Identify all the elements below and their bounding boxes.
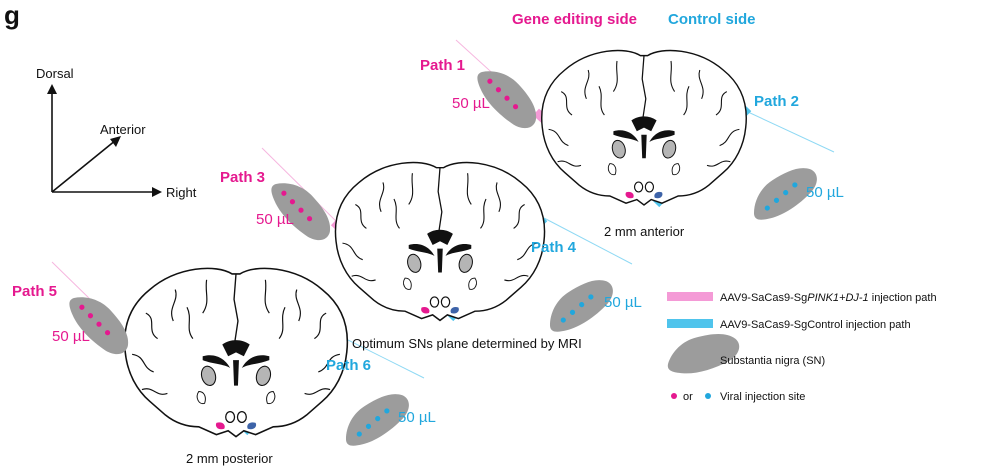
path-6-volume: 50 µL xyxy=(398,409,436,426)
injection-dot-icon xyxy=(281,190,287,196)
brain-slice-icon xyxy=(334,161,546,322)
injection-dot-icon xyxy=(384,408,390,414)
substantia-nigra-icon xyxy=(335,381,416,457)
substantia-nigra-icon xyxy=(467,60,548,135)
axis-dorsal-label: Dorsal xyxy=(36,66,74,81)
legend: AAV9-SaCas9-SgPINK1+DJ-1 injection path … xyxy=(661,292,937,403)
axis-arrows-icon xyxy=(47,84,162,197)
substantia-nigra-icon xyxy=(743,155,824,231)
injection-dot-icon xyxy=(96,321,102,327)
injection-dot-icon xyxy=(306,216,313,222)
legend-sn-swatch xyxy=(661,323,744,384)
injection-dot-icon xyxy=(487,78,493,84)
legend-cyan-dot-icon xyxy=(705,393,711,399)
path-2-label: Path 2 xyxy=(754,93,799,110)
injection-dot-icon xyxy=(569,309,576,315)
substantia-nigra-icon xyxy=(59,286,140,361)
path-5-label: Path 5 xyxy=(12,283,57,300)
path-4-volume: 50 µL xyxy=(604,294,642,311)
legend-gene-path-label: AAV9-SaCas9-SgPINK1+DJ-1 injection path xyxy=(720,292,937,304)
legend-control-path-swatch xyxy=(667,319,713,328)
legend-or-label: or xyxy=(683,391,693,403)
injection-dot-icon xyxy=(289,199,296,205)
path-1-volume: 50 µL xyxy=(452,95,490,112)
legend-sn-label: Substantia nigra (SN) xyxy=(720,355,825,367)
injection-dot-icon xyxy=(375,416,381,422)
brain-slice-posterior xyxy=(51,261,425,438)
path-1-label: Path 1 xyxy=(420,57,465,74)
brain-slice-anterior xyxy=(455,39,835,208)
path-6-label: Path 6 xyxy=(326,357,371,374)
needle-control-path-4 xyxy=(543,217,633,265)
injection-dot-icon xyxy=(298,207,304,213)
injection-dot-icon xyxy=(560,317,566,323)
control-side-label: Control side xyxy=(668,11,756,28)
injection-dot-icon xyxy=(104,330,111,336)
needle-control-path-6 xyxy=(335,333,425,379)
axis-right-label: Right xyxy=(166,185,197,200)
path-3-label: Path 3 xyxy=(220,169,265,186)
injection-dot-icon xyxy=(512,104,519,110)
injection-dot-icon xyxy=(495,87,502,93)
substantia-nigra-icon xyxy=(539,267,620,343)
needle-control-path-2 xyxy=(747,111,835,153)
path-3-volume: 50 µL xyxy=(256,211,294,228)
injection-dot-icon xyxy=(588,294,594,300)
path-4-label: Path 4 xyxy=(531,239,577,256)
panel-letter: g xyxy=(4,0,20,30)
legend-gene-path-swatch xyxy=(667,292,713,301)
path-2-volume: 50 µL xyxy=(806,184,844,201)
injection-dot-icon xyxy=(87,313,94,319)
injection-dot-icon xyxy=(504,95,510,101)
injection-dot-icon xyxy=(783,190,789,196)
injection-dot-icon xyxy=(356,431,362,437)
caption-anterior: 2 mm anterior xyxy=(604,224,685,239)
injection-dot-icon xyxy=(579,302,585,308)
injection-dot-icon xyxy=(764,205,770,211)
caption-middle: Optimum SNs plane determined by MRI xyxy=(352,336,582,351)
legend-site-label: Viral injection site xyxy=(720,391,805,403)
injection-dot-icon xyxy=(79,304,85,310)
axis-anterior-label: Anterior xyxy=(100,122,146,137)
injection-dot-icon xyxy=(773,197,780,203)
brain-slice-middle xyxy=(261,147,633,322)
legend-magenta-dot-icon xyxy=(671,393,677,399)
substantia-nigra-icon xyxy=(261,172,342,247)
path-5-volume: 50 µL xyxy=(52,328,90,345)
caption-posterior: 2 mm posterior xyxy=(186,451,273,466)
injection-dot-icon xyxy=(365,423,372,429)
brain-slice-icon xyxy=(541,49,747,206)
gene-editing-side-label: Gene editing side xyxy=(512,11,637,28)
legend-control-path-label: AAV9-SaCas9-SgControl injection path xyxy=(720,319,911,331)
brain-slice-icon xyxy=(123,267,349,438)
injection-dot-icon xyxy=(792,182,798,188)
